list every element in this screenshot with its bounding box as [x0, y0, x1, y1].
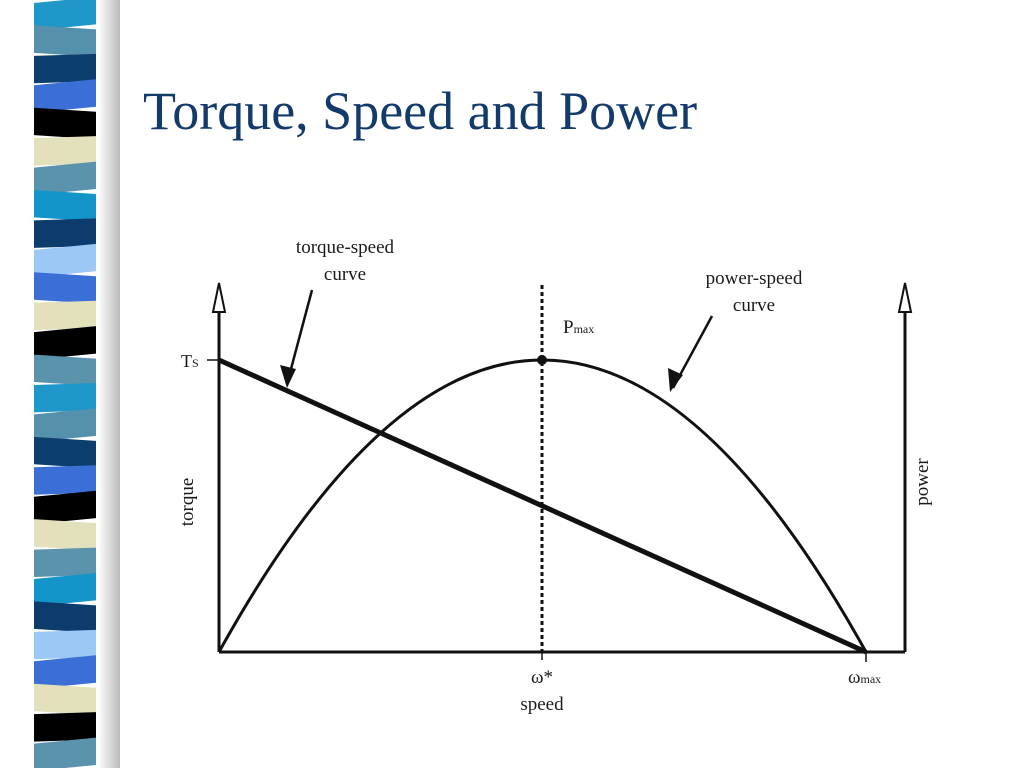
strip-block: [34, 136, 96, 166]
strip-block: [34, 326, 96, 360]
strip-block: [34, 655, 96, 689]
strip-block: [34, 383, 96, 413]
strip-block: [34, 79, 96, 113]
pmax-point: [537, 355, 547, 365]
strip-block: [34, 272, 96, 304]
power-speed-pointer-arrow-icon: [668, 368, 683, 392]
strip-block: [34, 243, 96, 278]
strip-block: [34, 0, 96, 31]
x-axis-label: speed: [520, 694, 564, 715]
strip-block: [34, 519, 96, 551]
strip-block: [34, 300, 96, 331]
strip-block: [34, 354, 96, 386]
omega-max-label: ωmax: [848, 667, 881, 688]
torque-speed-label-line2: curve: [324, 264, 366, 285]
strip-block: [34, 408, 96, 442]
slide-title: Torque, Speed and Power: [143, 81, 698, 141]
left-axis-label: torque: [177, 478, 198, 527]
strip-block: [34, 547, 96, 577]
pmax-label: Pmax: [563, 317, 594, 338]
torque-speed-line: [217, 357, 868, 655]
left-axis-arrow-icon: [211, 282, 227, 313]
torque-speed-pointer-arrow-icon: [280, 365, 296, 388]
strip-block: [34, 25, 96, 57]
strip-block: [34, 737, 96, 768]
right-axis-label: power: [912, 458, 933, 506]
power-speed-label-line2: curve: [733, 295, 775, 316]
strip-block: [34, 601, 96, 633]
strip-block: [34, 436, 96, 469]
omega-star-label: ω*: [531, 667, 553, 688]
strip-block: [34, 53, 96, 84]
decorative-side-strip: [34, 0, 120, 768]
strip-block: [34, 629, 96, 660]
strip-block: [34, 573, 96, 607]
strip-block: [34, 712, 96, 742]
power-speed-label-line1: power-speed: [706, 268, 803, 289]
strip-block: [34, 465, 96, 495]
strip-block: [34, 683, 96, 716]
strip-block: [34, 107, 96, 140]
strip-block: [34, 218, 96, 248]
strip-block: [34, 161, 96, 195]
ts-label: TS: [181, 351, 199, 371]
right-axis-arrow-icon: [897, 282, 913, 313]
torque-speed-label-line1: torque-speed: [296, 237, 395, 258]
strip-block: [34, 190, 96, 222]
strip-block: [34, 490, 96, 525]
